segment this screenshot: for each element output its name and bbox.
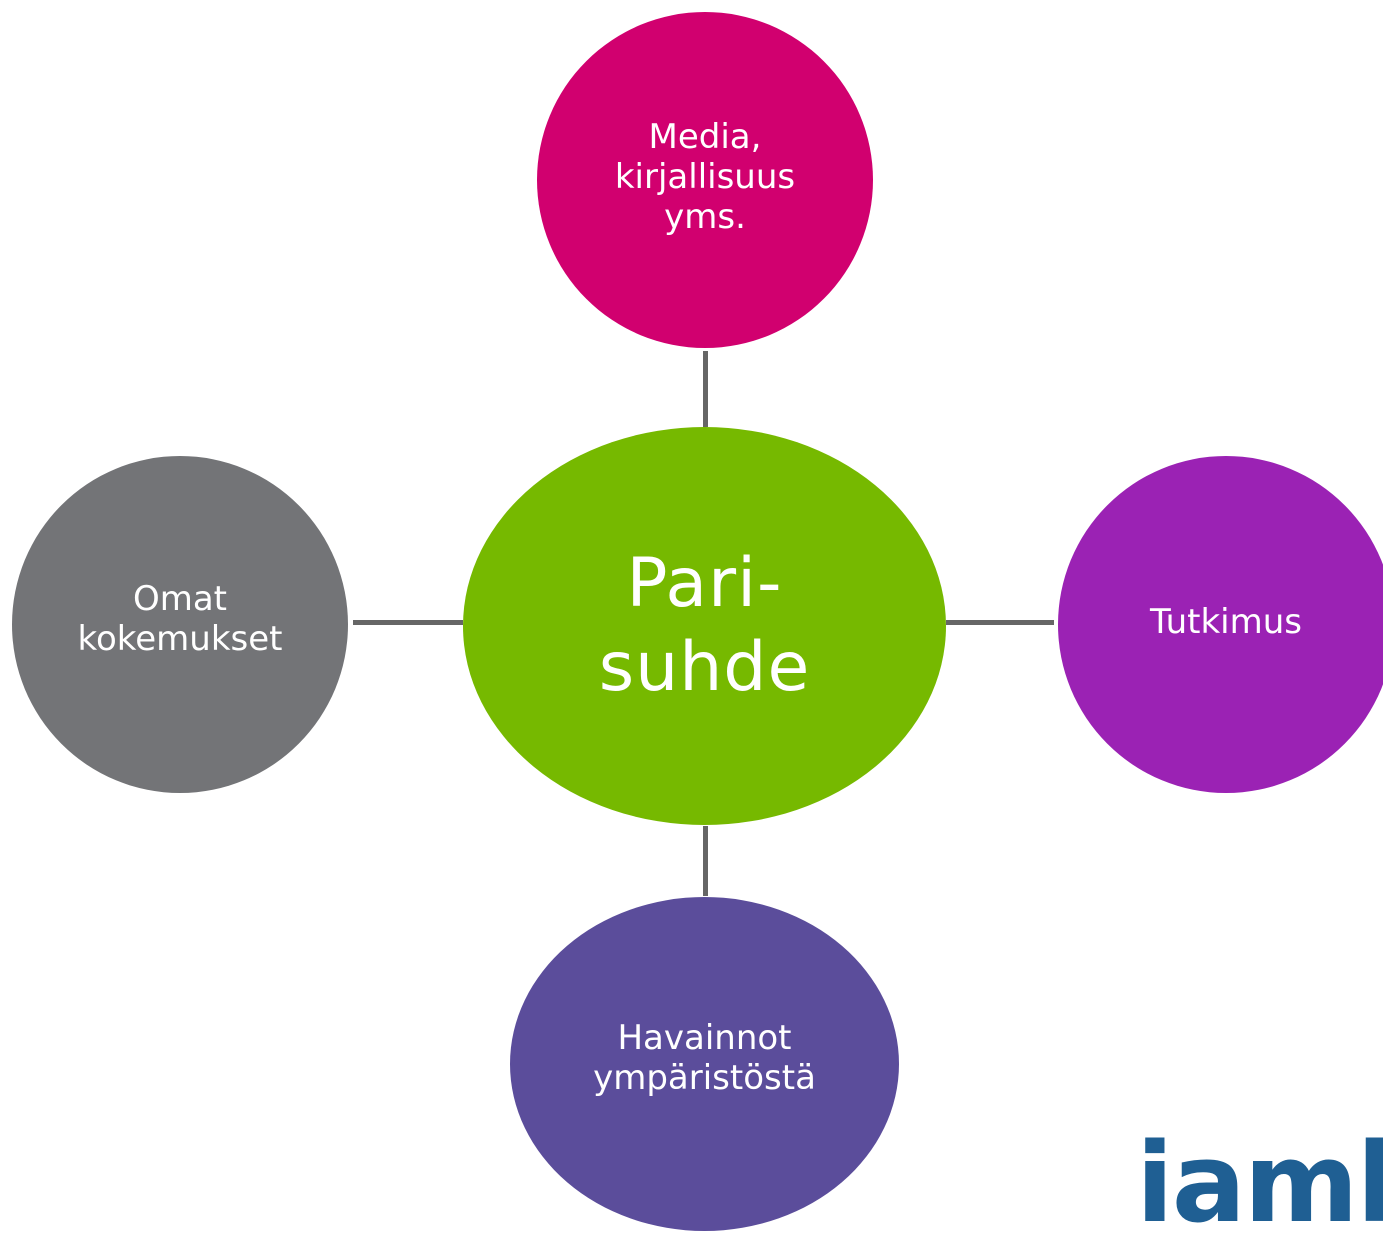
center-node-label: Pari- suhde <box>599 542 811 710</box>
brand-logo: iaml <box>1136 1119 1383 1247</box>
node-left-line-2: kokemukset <box>77 618 283 659</box>
center-node: Pari- suhde <box>463 427 946 825</box>
center-node-line-1: Pari- <box>626 544 783 623</box>
center-node-line-2: suhde <box>598 628 811 707</box>
node-bottom-line-2: ympäristöstä <box>593 1058 816 1098</box>
connector-left <box>353 620 463 625</box>
node-left-line-1: Omat <box>132 578 228 619</box>
connector-top <box>703 351 708 427</box>
node-right-line-1: Tutkimus <box>1149 601 1302 642</box>
node-bottom: Havainnot ympäristöstä <box>510 897 899 1231</box>
node-right: Tutkimus <box>1058 456 1383 793</box>
node-top-line-3: yms. <box>664 197 746 237</box>
node-right-label: Tutkimus <box>1150 602 1302 642</box>
node-top-label: Media, kirjallisuus yms. <box>615 117 795 237</box>
node-left: Omat kokemukset <box>12 456 348 793</box>
node-top: Media, kirjallisuus yms. <box>537 12 873 348</box>
node-left-label: Omat kokemukset <box>78 579 283 659</box>
node-top-line-1: Media, <box>648 117 762 157</box>
node-bottom-line-1: Havainnot <box>617 1018 792 1058</box>
node-top-line-2: kirjallisuus <box>614 157 796 197</box>
node-bottom-label: Havainnot ympäristöstä <box>593 1018 816 1098</box>
connector-right <box>946 620 1054 625</box>
connector-bottom <box>703 826 708 896</box>
